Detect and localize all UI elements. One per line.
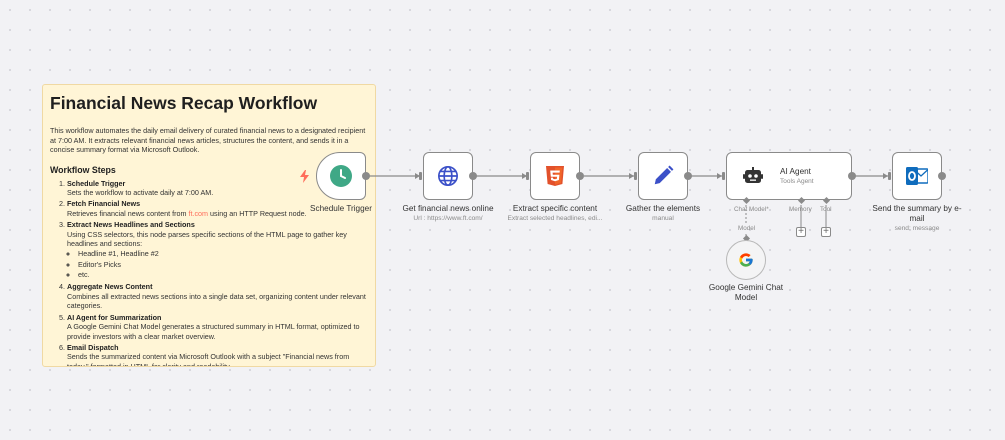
node-label: Gather the elements (625, 204, 701, 213)
input-handle[interactable] (526, 172, 529, 180)
outlook-icon (906, 167, 928, 185)
node-gemini-chat-model[interactable] (726, 240, 766, 280)
output-handle[interactable] (684, 172, 692, 180)
arrow-head (522, 173, 527, 179)
node-aggregate[interactable] (634, 152, 692, 200)
robot-icon (743, 167, 763, 183)
output-handle[interactable] (469, 172, 477, 180)
node-label: Schedule Trigger (310, 204, 372, 213)
lightning-icon (300, 170, 309, 183)
port-label-tool: Tool (820, 206, 832, 213)
sticky-title: Financial News Recap Workflow (50, 93, 318, 113)
pencil-icon (654, 165, 674, 185)
node-subtitle: Extract selected headlines, edi... (507, 215, 603, 222)
node-label: Send the summary by e-mail (872, 204, 962, 223)
google-icon (739, 253, 753, 267)
node-label: Google Gemini Chat Model (708, 283, 784, 302)
output-handle[interactable] (938, 172, 946, 180)
node-outlook[interactable] (888, 152, 946, 200)
node-html-extract[interactable] (526, 152, 584, 200)
add-memory-button[interactable]: + (796, 227, 806, 237)
output-handle[interactable] (848, 172, 856, 180)
node-schedule-trigger[interactable] (316, 152, 370, 200)
node-http-request[interactable] (419, 152, 477, 200)
list-item: Extract News Headlines and Sections Usin… (67, 220, 368, 281)
steps-list: Schedule Trigger Sets the workflow to ac… (50, 179, 368, 366)
clock-icon (330, 165, 352, 187)
port-label-chat-model: Chat Model* (734, 206, 769, 213)
list-item: Schedule Trigger Sets the workflow to ac… (67, 179, 368, 198)
sticky-note[interactable]: Financial News Recap Workflow This workf… (42, 84, 376, 367)
node-ai-agent[interactable]: AI Agent Tools Agent (722, 152, 856, 200)
node-label: Extract specific content (512, 204, 598, 213)
agent-title: AI Agent (780, 167, 811, 176)
node-label: Get financial news online (402, 204, 494, 213)
steps-heading: Workflow Steps (50, 164, 116, 175)
sticky-intro: This workflow automates the daily email … (50, 126, 366, 155)
sub-list-item: Headline #1, Headline #2 (78, 249, 368, 260)
arrow-head (415, 173, 420, 179)
edge-label-model: Model (738, 225, 756, 232)
list-item: Aggregate News Content Combines all extr… (67, 282, 368, 311)
agent-subtitle: Tools Agent (780, 178, 814, 185)
node-subtitle: Url : https://www.ft.com/ (413, 215, 483, 222)
input-handle[interactable] (419, 172, 422, 180)
output-handle[interactable] (362, 172, 370, 180)
input-handle[interactable] (888, 172, 891, 180)
input-handle[interactable] (722, 172, 725, 180)
node-subtitle: manual (652, 215, 674, 222)
sub-list-item: Editor's Picks (78, 260, 368, 271)
arrow-head (883, 173, 888, 179)
list-item: AI Agent for Summarization A Google Gemi… (67, 313, 368, 342)
node-subtitle: send: message (894, 225, 940, 232)
sub-list-item: etc. (78, 270, 368, 281)
globe-icon (438, 166, 458, 186)
input-handle[interactable] (634, 172, 637, 180)
add-tool-button[interactable]: + (821, 227, 831, 237)
list-item: Fetch Financial News Retrieves financial… (67, 199, 368, 218)
sub-list: Headline #1, Headline #2 Editor's Picks … (67, 249, 368, 281)
plus-icon: + (823, 226, 829, 237)
plus-icon: + (798, 226, 804, 237)
html5-icon (546, 166, 564, 186)
ft-link[interactable]: ft.com (188, 209, 209, 219)
arrow-head (629, 173, 634, 179)
port-label-memory: Memory (789, 206, 812, 213)
output-handle[interactable] (576, 172, 584, 180)
arrow-head (717, 173, 722, 179)
list-item: Email Dispatch Sends the summarized cont… (67, 343, 368, 366)
